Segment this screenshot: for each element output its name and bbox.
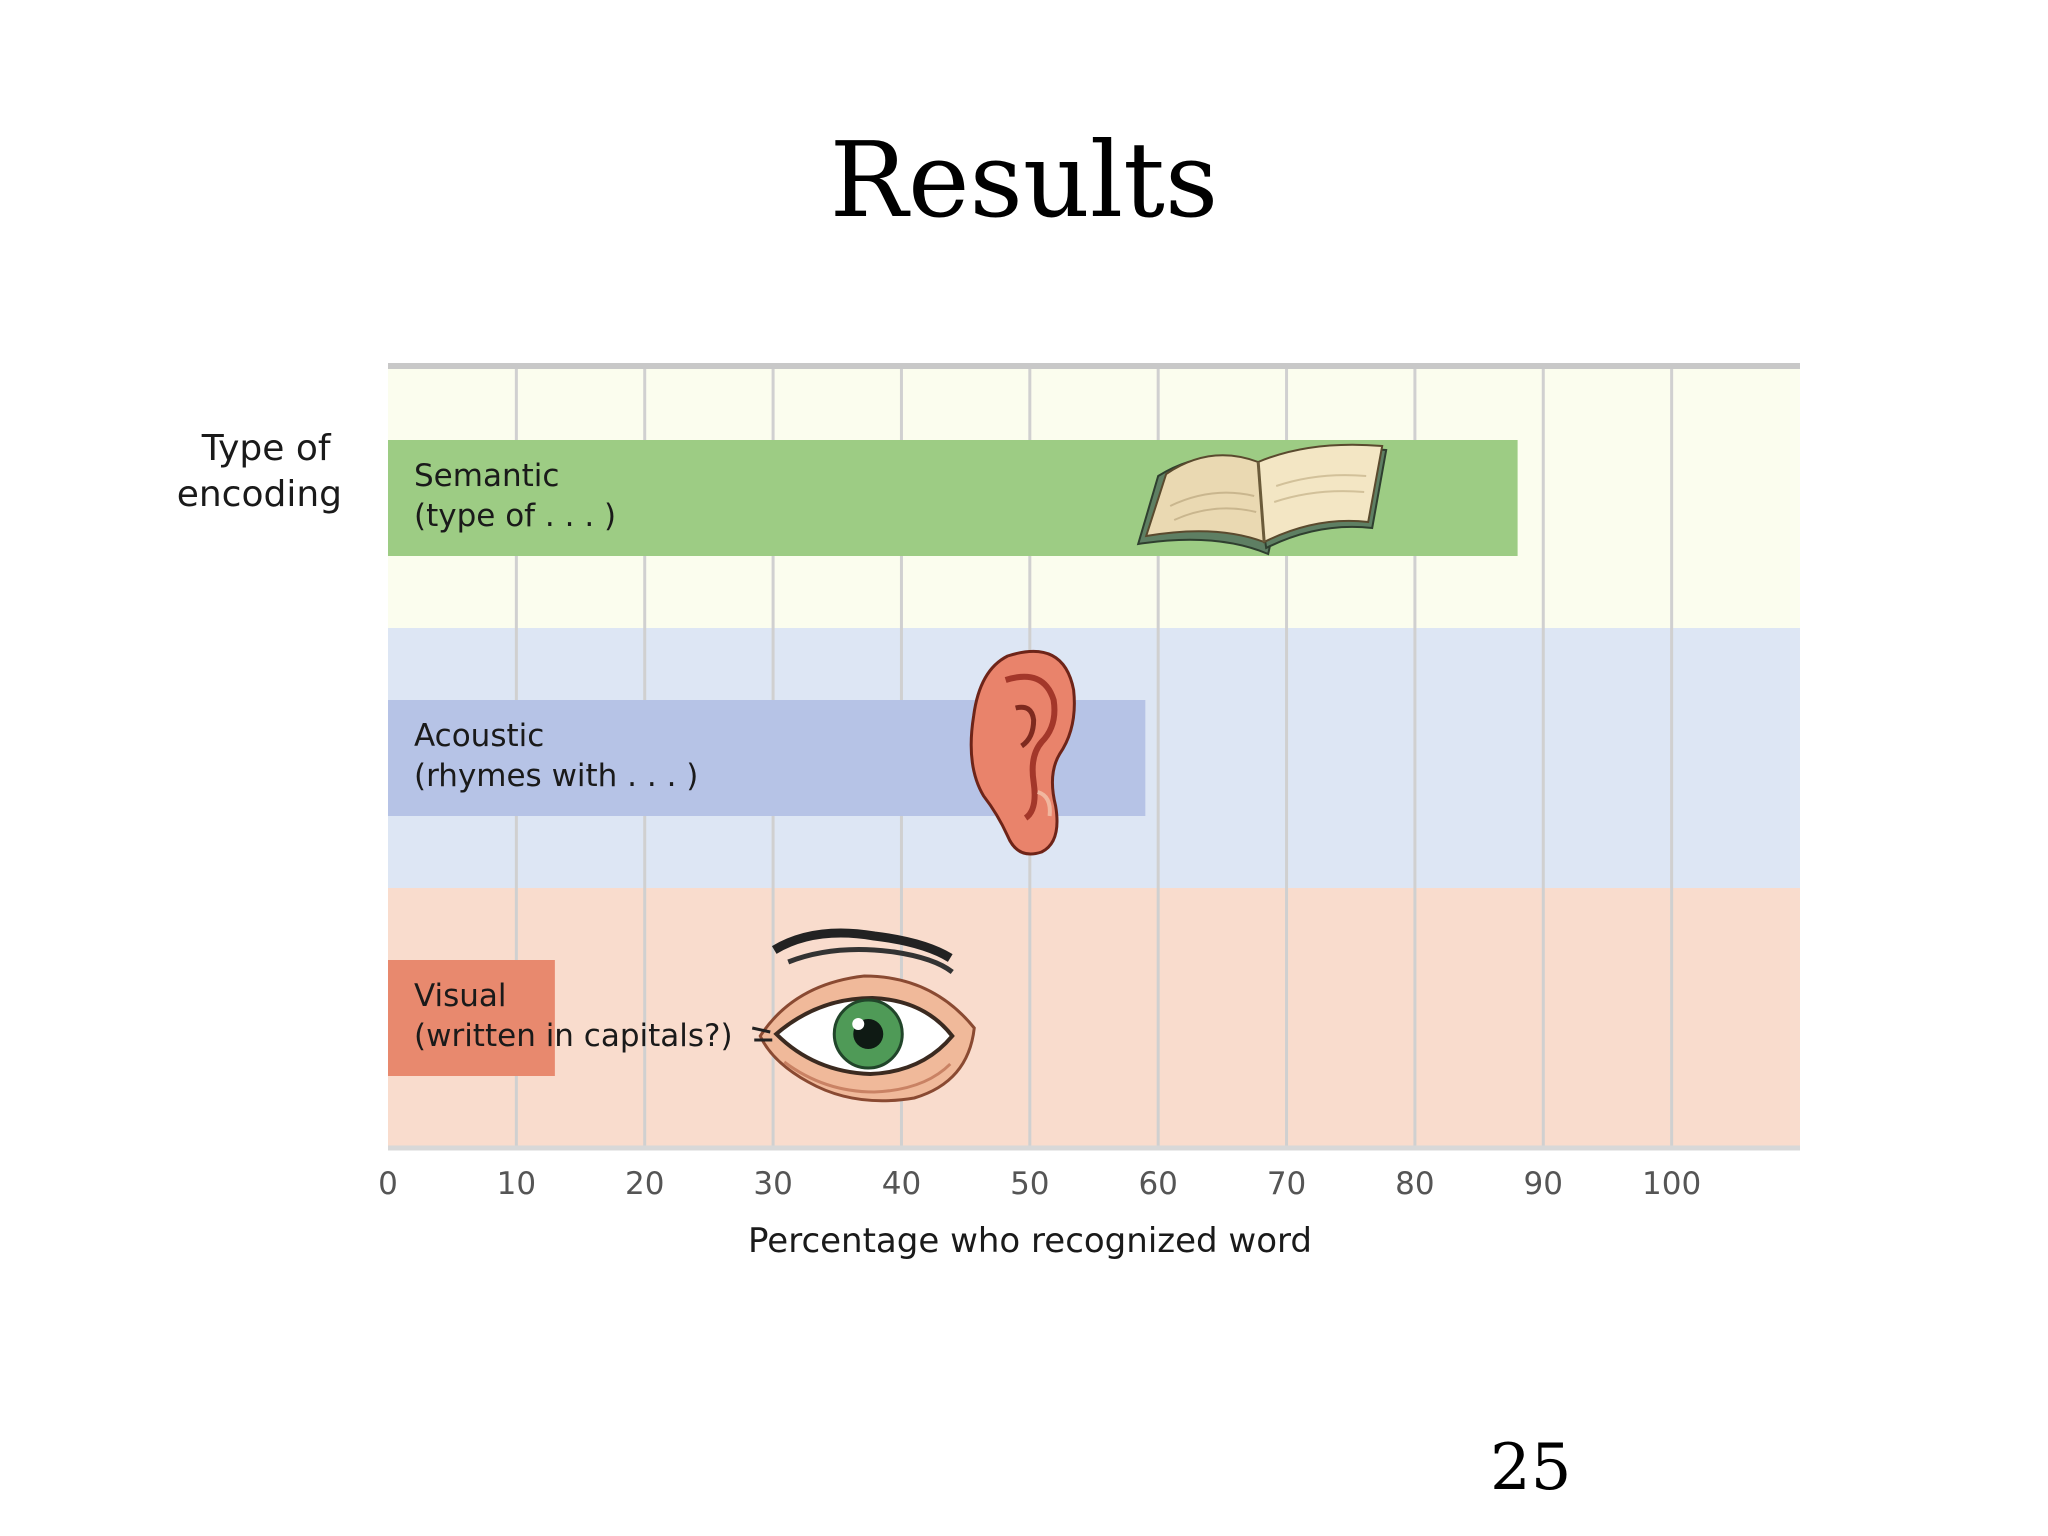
x-tick-30: 30 — [753, 1166, 792, 1202]
bar-label-visual: Visual(written in capitals?) — [414, 978, 733, 1054]
x-tick-100: 100 — [1642, 1166, 1701, 1202]
slide-title: Results — [829, 119, 1219, 241]
x-tick-labels: 0 10 20 30 40 50 60 70 80 90 100 — [378, 1166, 1701, 1202]
book-icon — [1136, 443, 1388, 556]
slide-number: 25 — [1490, 1431, 1572, 1505]
y-axis-label-line2: encoding — [177, 474, 342, 515]
x-tick-60: 60 — [1138, 1166, 1177, 1202]
icons — [751, 443, 1388, 1103]
bar-visual — [388, 960, 555, 1076]
x-tick-40: 40 — [882, 1166, 921, 1202]
x-tick-10: 10 — [497, 1166, 536, 1202]
eye-icon — [751, 928, 976, 1103]
x-tick-50: 50 — [1010, 1166, 1049, 1202]
bar-labels: Semantic(type of . . . ) Acoustic(rhymes … — [414, 458, 733, 1054]
bar-label-acoustic: Acoustic(rhymes with . . . ) — [414, 718, 698, 794]
x-tick-80: 80 — [1395, 1166, 1434, 1202]
x-tick-20: 20 — [625, 1166, 664, 1202]
x-tick-0: 0 — [378, 1166, 398, 1202]
x-tick-70: 70 — [1267, 1166, 1306, 1202]
band-visual — [388, 888, 1800, 1148]
x-axis-label: Percentage who recognized word — [748, 1221, 1312, 1261]
bar-label-semantic: Semantic(type of . . . ) — [414, 458, 616, 534]
x-tick-90: 90 — [1524, 1166, 1563, 1202]
y-axis-label-line1: Type of — [201, 428, 332, 469]
ear-icon — [969, 650, 1076, 856]
y-axis-label: Type of encoding — [177, 428, 342, 515]
